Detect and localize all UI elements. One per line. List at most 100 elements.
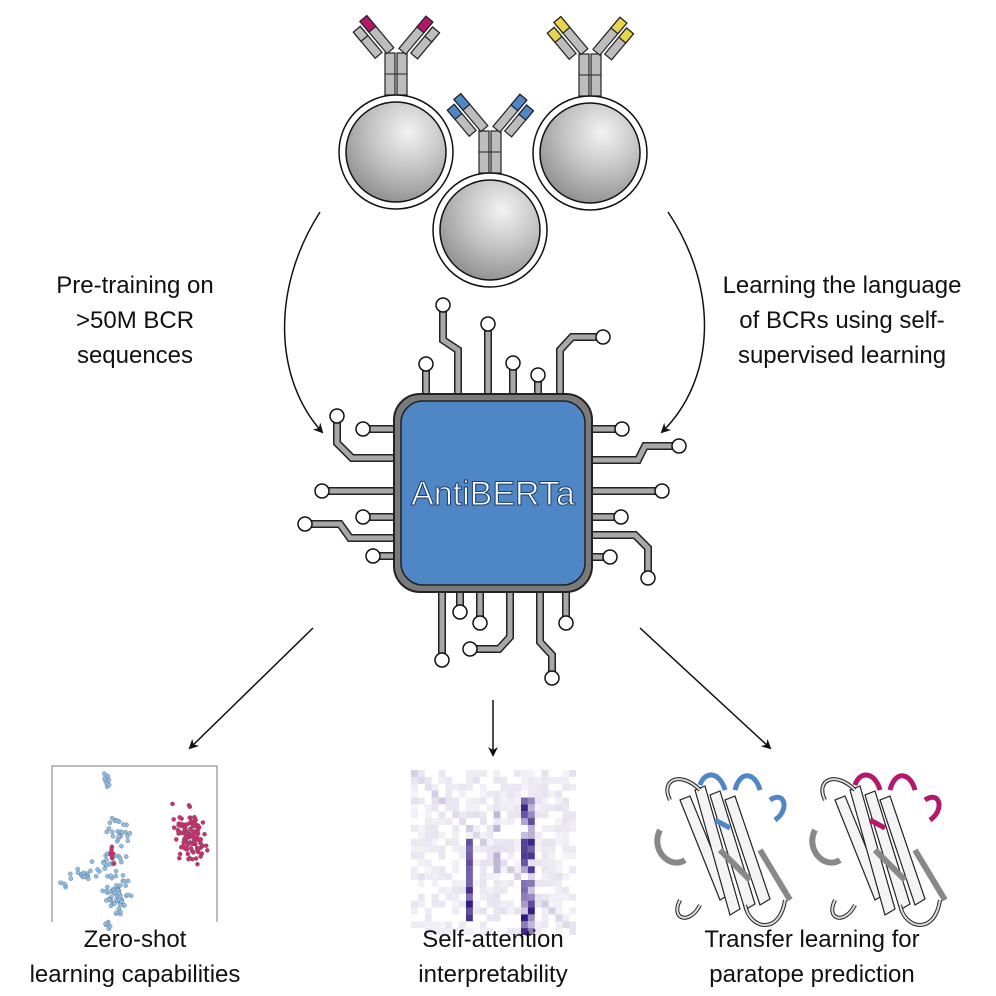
heatmap-cell [514,859,521,867]
scatter-point [191,850,196,855]
scatter-point [182,825,188,831]
heatmap-cell [417,838,425,846]
heatmap-cell [486,804,494,812]
heatmap-cell [486,900,494,908]
heatmap-cell [507,880,515,887]
scatter-point [101,861,107,866]
heatmap-cell [527,859,535,867]
trace-pin [480,316,496,332]
trace-pin [558,615,574,631]
heatmap-cell [431,880,439,887]
scatter-point [193,856,199,861]
heatmap-cell [452,907,460,915]
heatmap-cell [514,907,521,915]
heatmap-cell [555,790,563,798]
circuit-trace [355,509,395,525]
heatmap-cell [466,811,473,819]
scatter-point [119,899,124,904]
heatmap-cell [493,818,501,825]
circuit-trace [480,316,496,395]
scatter-point [107,889,113,894]
heatmap-cell [541,790,549,798]
heatmap-cell [548,776,556,784]
beta-strand [879,795,926,906]
heatmap-cell [527,886,535,894]
heatmap-cell [562,825,570,832]
heatmap-cell [493,852,501,860]
circuit-trace [435,297,462,395]
heatmap-cell [438,811,446,819]
heatmap-cell [472,811,480,819]
heatmap-cell [411,838,418,846]
circuit-trace [536,592,560,686]
heatmap-cell [459,818,466,825]
heatmap-cell [411,900,418,908]
beta-strand [724,795,771,906]
scatter-point [110,851,116,856]
scatter-point [118,856,123,861]
trace-pin [462,641,478,657]
scatter-point [105,884,110,890]
heatmap-cell [555,907,563,915]
circuit-trace [505,355,521,395]
heatmap-cell [541,866,549,874]
heatmap-cell [569,770,576,777]
heatmap-cell [569,907,576,915]
heatmap-cell [417,859,425,867]
heatmap-cell [562,914,570,922]
heatmap-cell [521,921,528,929]
heatmap-cell [541,914,549,922]
heatmap-cell [466,880,473,887]
scatter-point [200,820,206,825]
heatmap-cell [472,825,480,832]
heatmap-cell [445,790,453,798]
heatmap-cell [548,859,556,867]
scatter-point [128,893,134,899]
circuit-trace [530,367,546,395]
heatmap-cell [459,886,466,894]
heatmap-cell [555,831,563,839]
heatmap-cell [562,783,570,791]
trace-pin [297,516,313,532]
heatmap-cell [534,921,542,929]
heatmap-cell [555,893,563,901]
scatter-point [195,823,201,828]
antibody-arm [592,16,635,61]
heatmap-cell [431,831,439,839]
pretraining-text: Pre-training on >50M BCR sequences [56,268,213,373]
heatmap-cell [424,914,432,922]
heatmap-cell [479,928,487,935]
paratope-loop [697,772,787,831]
heatmap-cell [562,838,570,846]
heatmap-cell [534,880,542,887]
heatmap-cell [438,873,446,880]
chip-traces [297,297,687,686]
trace-pin [452,604,468,620]
heatmap-cell [493,845,501,853]
heatmap-cell [493,886,501,894]
heatmap-cell [466,886,473,894]
scatter-point [102,771,107,776]
heatmap-cell [438,866,446,874]
heatmap-cell [514,804,521,812]
heatmap-cell [452,893,460,901]
scatter-point [106,777,112,783]
scatter-point [104,898,109,903]
heatmap-cell [479,886,487,894]
heatmap-cell [500,845,508,853]
heatmap-cell [486,914,494,922]
heatmap-cell [445,886,453,894]
scatter-point [183,832,189,838]
scatter-point [182,837,187,842]
heatmap-cell [493,893,501,901]
heatmap-cell [438,921,446,929]
heatmap-cell [541,783,549,791]
protein-structure [809,772,948,927]
heatmap-cell [569,845,576,853]
trace-pin [434,652,450,668]
scatter-point [127,830,133,836]
heatmap-cell [541,845,549,853]
scatter-point [106,782,112,788]
heatmap-cell [417,770,425,777]
heatmap-cell [424,921,432,929]
